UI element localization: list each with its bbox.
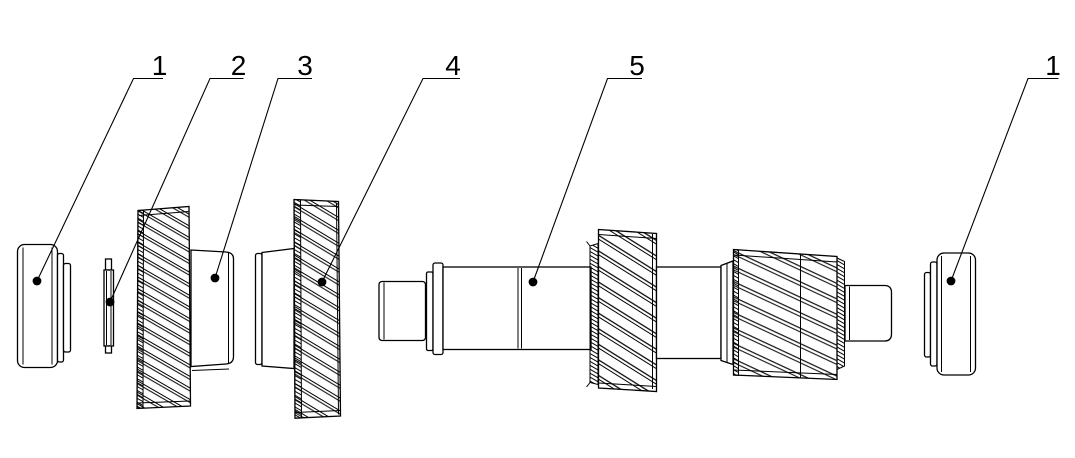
callout-bearing-left: 1 [32,50,168,286]
callout-gear-3: 3 [210,50,313,283]
gear-3 [136,205,235,410]
shaft-step-ring-2 [432,262,444,356]
gear-3-hub [190,249,235,368]
shaft-gear-a-flares [586,241,591,388]
gear-4-rim-lines [294,202,341,415]
bearing-right-outer-ring [936,252,977,376]
key-top [104,258,113,271]
shaft-main-cylinder-lines [517,268,522,349]
callout-1-right-label: 1 [1045,50,1061,81]
gear-3-left-rim [136,209,145,410]
callout-4-label: 4 [445,50,461,81]
gear-3-rim-lines [137,211,191,404]
bearing-right-inner-ring [923,271,932,358]
shaft-gear-a-face-rim [589,242,599,386]
callout-3-leader [214,77,312,279]
shaft-left-journal [378,280,427,342]
gear-3-hub-details [191,252,230,371]
callout-1-left-leader [36,77,163,282]
callout-4-leader [321,77,460,283]
callout-bearing-right: 1 [946,50,1061,286]
callout-key: 2 [105,50,247,307]
shaft-gear-b-rim-lines [733,253,838,378]
callout-shaft: 5 [528,50,645,287]
bearing-left-middle-ring [56,252,65,363]
callout-2-label: 2 [231,50,247,81]
callout-gear-4: 4 [317,50,461,287]
callout-2-leader [109,77,244,303]
gear-3-teeth-face [136,205,192,410]
bearing-right-middle-ring [929,261,938,367]
bearing-left-details [22,247,53,365]
callout-3-label: 3 [297,50,313,81]
bearing-right [923,252,977,376]
callout-1-left-dot [32,276,42,286]
key-body [103,269,115,347]
bearing-right-details [941,256,971,372]
shaft [378,228,893,393]
key-bottom [104,345,113,354]
shaft-gear-b-teeth [732,248,838,381]
key [103,258,115,354]
bearing-left [16,243,72,369]
shaft-gear-b-right-rim [836,257,845,371]
callout-5-label: 5 [629,50,645,81]
shaft-gear-a-rim-lines [598,234,657,389]
callout-3-dot [210,273,220,283]
shaft-gear-a-teeth [597,228,658,393]
callout-2-dot [105,297,115,307]
callout-1-right-dot [946,276,956,286]
bearing-left-inner-ring [62,262,72,353]
shaft-right-journal [844,284,893,342]
shaft-step-ring-1 [425,271,434,352]
shaft-mid-cylinder [655,266,722,360]
callout-1-right-leader [950,77,1059,282]
gear-4-left-rim [293,198,303,419]
gear-4-hub-face [254,252,263,366]
gear-4 [254,198,342,419]
shaft-main-cylinder [442,266,592,351]
shaft-gear-b-left-rim [733,248,739,376]
callout-4-dot [317,277,327,287]
callout-5-leader [532,77,642,283]
callout-5-dot [528,277,538,287]
gear-4-hub [261,247,295,370]
callouts: 1 2 3 4 5 1 [32,50,1061,307]
callout-1-left-label: 1 [152,50,168,81]
